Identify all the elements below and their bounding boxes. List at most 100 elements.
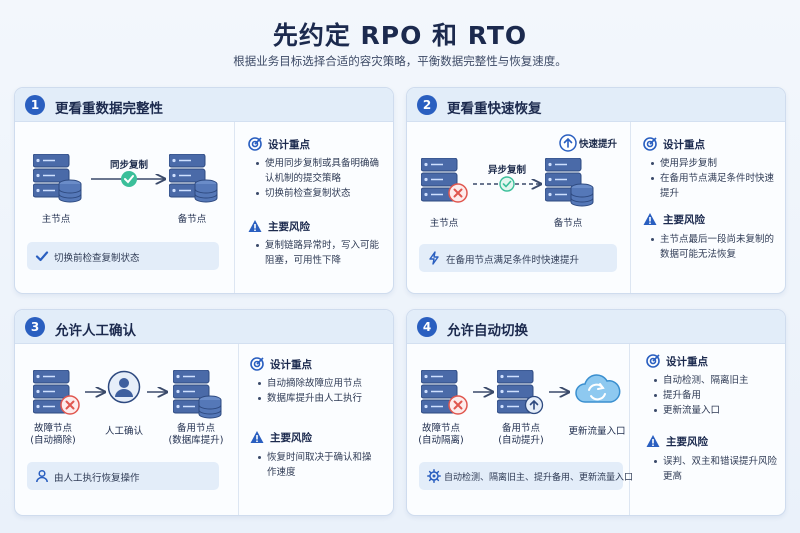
note-banner: 切换前检查复制状态 [27, 242, 219, 270]
person-icon [107, 370, 141, 404]
standby-node-label: 备用节点 (自动提升) [498, 423, 544, 446]
arrow-right [473, 386, 497, 398]
design-point: 数据库提升由人工执行 [257, 391, 389, 406]
page-title: 先约定 RPO 和 RTO [272, 21, 528, 50]
gear-icon [427, 469, 441, 483]
card-divider [630, 122, 631, 293]
card-manual-confirm: 3 允许人工确认 故障节点 (自动摘除) 人工确认 备用节点 (数据库提升) 由… [14, 309, 394, 516]
manual-confirm-label: 人工确认 [104, 426, 143, 437]
note-text: 在备用节点满足条件时快速提升 [446, 255, 580, 266]
design-title: 设计重点 [663, 139, 705, 151]
sync-replication-label: 同步复制 [109, 160, 148, 171]
design-point: 提升备用 [653, 388, 781, 403]
card-title: 允许人工确认 [55, 323, 136, 339]
standby-server-icon [173, 370, 222, 419]
failed-node-label: 故障节点 (自动隔离) [418, 423, 464, 446]
failed-node-server-icon [33, 370, 80, 415]
failed-node-label: 故障节点 (自动摘除) [30, 423, 76, 446]
card-header: 2 更看重快速恢复 [407, 88, 785, 122]
lightning-icon [429, 251, 439, 265]
traffic-entry-label: 更新流量入口 [568, 426, 626, 437]
page-subtitle: 根据业务目标选择合适的容灾策略，平衡数据完整性与恢复速度。 [233, 54, 567, 68]
standby-server-icon [169, 154, 218, 203]
primary-node-label: 主节点 [41, 214, 71, 225]
design-point: 切换前检查复制状态 [255, 186, 387, 201]
standby-node-label: 备节点 [553, 218, 583, 229]
standby-server-icon [545, 158, 594, 207]
note-banner: 由人工执行恢复操作 [27, 462, 219, 490]
risk-list: 恢复时间取决于确认和操作速度 [257, 450, 377, 480]
card-header: 3 允许人工确认 [15, 310, 393, 344]
cloud-icon [575, 374, 621, 403]
promote-up-icon [559, 134, 577, 152]
card-title: 更看重数据完整性 [55, 101, 163, 117]
note-text: 由人工执行恢复操作 [54, 473, 140, 484]
target-icon [643, 137, 657, 151]
card-number: 4 [417, 317, 437, 337]
risk-title: 主要风险 [270, 432, 312, 444]
design-list: 使用异步复制 在备用节点满足条件时快速提升 [650, 156, 782, 201]
card-divider [629, 344, 630, 515]
fast-promote-badge: 快速提升 [579, 139, 618, 150]
card-auto-failover: 4 允许自动切换 故障节点 (自动隔离) 备用节点 (自动提升) 更新流量入口 … [406, 309, 786, 516]
warning-icon [248, 220, 262, 232]
design-point: 在备用节点满足条件时快速提升 [650, 171, 782, 201]
design-list: 使用同步复制或具备明确确认机制的提交策略 切换前检查复制状态 [255, 156, 387, 201]
design-title: 设计重点 [666, 356, 708, 368]
design-title: 设计重点 [270, 359, 312, 371]
primary-node-label: 主节点 [429, 218, 459, 229]
design-point: 更新流量入口 [653, 403, 781, 418]
card-fast-recovery: 2 更看重快速恢复 快速提升 主节点 异步复制 备节点 在备用节点满足条件时快速… [406, 87, 786, 294]
card-number: 1 [25, 95, 45, 115]
warning-icon [250, 431, 264, 443]
primary-server-icon [33, 154, 82, 203]
card-title: 允许自动切换 [447, 323, 528, 339]
arrow-right [85, 386, 109, 398]
arrow-right [147, 386, 171, 398]
note-banner: 在备用节点满足条件时快速提升 [419, 244, 617, 272]
card-divider [234, 122, 235, 293]
risk-list: 复制链路异常时，写入可能阻塞，可用性下降 [255, 238, 387, 268]
card-number: 2 [417, 95, 437, 115]
risk-title: 主要风险 [268, 221, 310, 233]
risk-point: 误判、双主和错误提升风险更高 [653, 454, 777, 484]
design-point: 自动检测、隔离旧主 [653, 373, 781, 388]
risk-title: 主要风险 [666, 436, 708, 448]
arrow-right [549, 386, 573, 398]
warning-icon [646, 435, 660, 447]
risk-list: 误判、双主和错误提升风险更高 [653, 454, 777, 484]
target-icon [646, 354, 660, 368]
design-list: 自动检测、隔离旧主 提升备用 更新流量入口 [653, 373, 781, 418]
failed-node-server-icon [421, 370, 468, 415]
card-header: 4 允许自动切换 [407, 310, 785, 344]
note-banner: 自动检测、隔离旧主、提升备用、更新流量入口 [419, 462, 633, 490]
design-title: 设计重点 [268, 139, 310, 151]
target-icon [250, 357, 264, 371]
note-text: 自动检测、隔离旧主、提升备用、更新流量入口 [444, 473, 634, 483]
card-data-integrity: 1 更看重数据完整性 主节点 同步复制 备节点 切换前检查复制状态 设计重点 使… [14, 87, 394, 294]
design-point: 使用异步复制 [650, 156, 782, 171]
standby-node-label: 备节点 [177, 214, 207, 225]
checkmark-icon [35, 251, 49, 262]
standby-node-label: 备用节点 (数据库提升) [168, 423, 224, 446]
risk-point: 恢复时间取决于确认和操作速度 [257, 450, 377, 480]
design-list: 自动摘除故障应用节点 数据库提升由人工执行 [257, 376, 389, 406]
design-point: 使用同步复制或具备明确确认机制的提交策略 [255, 156, 387, 186]
failed-primary-server-icon [421, 158, 468, 203]
card-divider [238, 344, 239, 515]
design-point: 自动摘除故障应用节点 [257, 376, 389, 391]
warning-icon [643, 213, 657, 225]
card-title: 更看重快速恢复 [447, 101, 542, 117]
risk-list: 主节点最后一段尚未复制的数据可能无法恢复 [650, 232, 778, 262]
card-header: 1 更看重数据完整性 [15, 88, 393, 122]
person-small-icon [36, 469, 48, 483]
replication-arrow [473, 176, 545, 192]
card-number: 3 [25, 317, 45, 337]
risk-title: 主要风险 [663, 214, 705, 226]
promoted-standby-server-icon [497, 370, 544, 415]
note-text: 切换前检查复制状态 [54, 253, 140, 264]
risk-point: 复制链路异常时，写入可能阻塞，可用性下降 [255, 238, 387, 268]
async-replication-label: 异步复制 [487, 165, 526, 176]
replication-arrow [91, 171, 169, 187]
target-icon [248, 137, 262, 151]
